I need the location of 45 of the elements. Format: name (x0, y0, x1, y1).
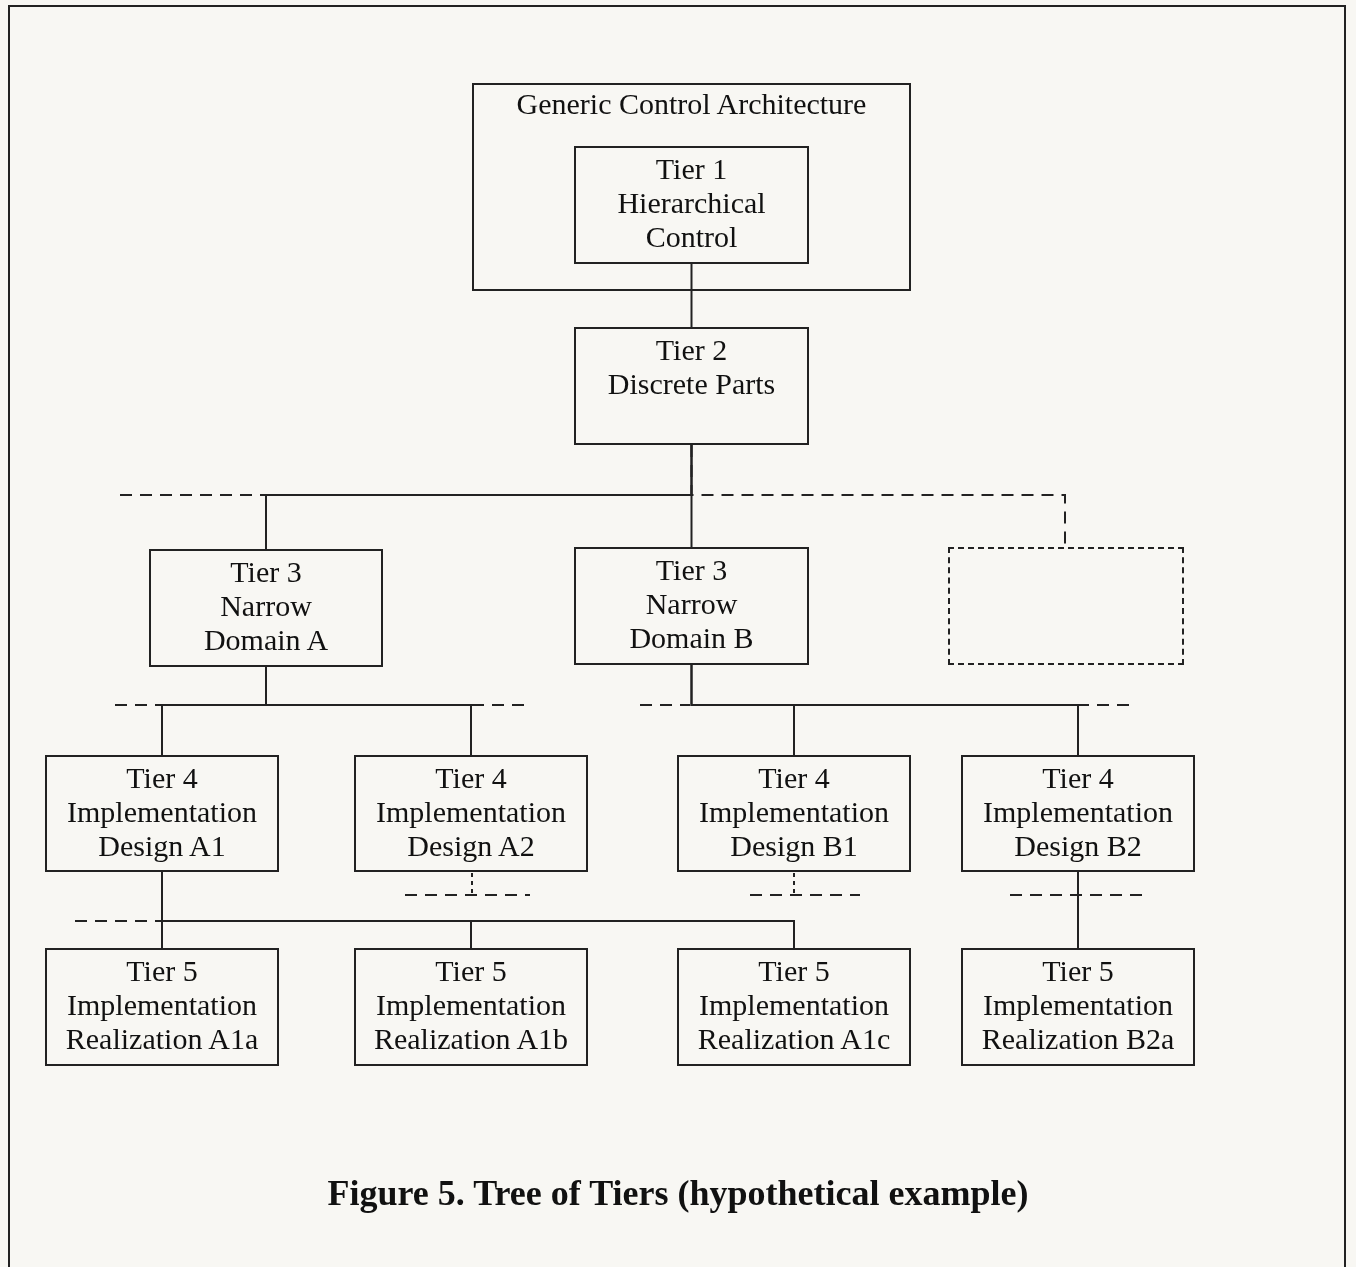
tier-box (354, 948, 588, 1066)
tier-label: Tier 5 (1042, 954, 1114, 988)
connector-line (1077, 871, 1079, 949)
placeholder-box (948, 547, 1184, 665)
tier-label: Tier 5 (126, 954, 198, 988)
tier-description: Narrow Domain B (628, 587, 755, 655)
tier-label: Tier 3 (230, 555, 302, 589)
tier-label: Tier 1 (655, 152, 728, 186)
tier-box (574, 547, 809, 665)
tier-description: Discrete Parts (606, 367, 777, 401)
connector-line (161, 871, 795, 949)
tier-box (961, 755, 1195, 872)
tier-description: Implementation Design A2 (375, 795, 567, 863)
tier-description: Implementation Realization A1a (64, 988, 260, 1056)
tier-description: Hierarchical Control (616, 186, 767, 254)
tier-label: Tier 5 (758, 954, 830, 988)
tier-label: Tier 4 (758, 761, 830, 795)
tier-description: Implementation Design B1 (698, 795, 890, 863)
tier-description: Narrow Domain A (202, 589, 330, 657)
tier-label: Tier 4 (435, 761, 507, 795)
tier-box (354, 755, 588, 872)
tier-label: Tier 5 (435, 954, 507, 988)
tier-description: Implementation Realization B2a (980, 988, 1176, 1056)
tier-label: Tier 4 (126, 761, 198, 795)
connector-line (690, 664, 1079, 756)
tier-label: Tier 3 (655, 553, 728, 587)
tier-box (574, 327, 809, 445)
tier-box (149, 549, 383, 667)
tier-box (574, 146, 809, 264)
tier-description: Implementation Design B2 (982, 795, 1174, 863)
group-box (472, 83, 911, 291)
tier-description: Implementation Design A1 (66, 795, 258, 863)
tier-box (677, 755, 911, 872)
tier-label: Generic Control Architecture (516, 87, 867, 121)
tier-box (45, 755, 279, 872)
tier-box (677, 948, 911, 1066)
figure-caption: Figure 5. Tree of Tiers (hypothetical example) (326, 1172, 1030, 1214)
tier-label: Tier 4 (1042, 761, 1114, 795)
tier-box (45, 948, 279, 1066)
tier-description: Implementation Realization A1c (696, 988, 892, 1056)
tier-label: Tier 2 (655, 333, 728, 367)
connector-line (265, 666, 472, 756)
connector-line (690, 263, 693, 328)
tier-box (961, 948, 1195, 1066)
tier-description: Implementation Realization A1b (372, 988, 570, 1056)
